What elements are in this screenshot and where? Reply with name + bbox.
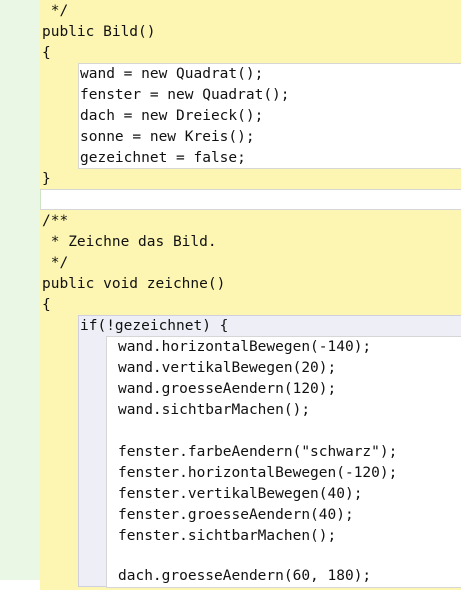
constructor-signature: public Bild() [42, 24, 156, 40]
code-line: fenster = new Quadrat(); [80, 87, 290, 103]
constructor-body-block [78, 63, 461, 169]
code-line: wand.sichtbarMachen(); [118, 402, 311, 418]
code-line: dach.groesseAendern(60, 180); [118, 568, 372, 584]
code-line: fenster.farbeAendern("schwarz"); [118, 444, 398, 460]
code-line: wand.vertikalBewegen(20); [118, 360, 337, 376]
code-line: sonne = new Kreis(); [80, 129, 255, 145]
if-body-block [106, 336, 461, 588]
line-gutter [0, 0, 41, 580]
code-line: fenster.horizontalBewegen(-120); [118, 465, 398, 481]
if-statement: if(!gezeichnet) { [80, 318, 229, 334]
code-line: dach = new Dreieck(); [80, 108, 264, 124]
javadoc-end: */ [42, 255, 69, 271]
method-signature: public void zeichne() [42, 276, 226, 292]
javadoc-start: /** [42, 213, 69, 229]
code-line: wand = new Quadrat(); [80, 66, 264, 82]
javadoc-text: * Zeichne das Bild. [42, 234, 217, 250]
close-brace: } [42, 171, 51, 187]
code-line: fenster.sichtbarMachen(); [118, 528, 337, 544]
open-brace: { [42, 45, 51, 61]
open-brace: { [42, 297, 51, 313]
code-line: gezeichnet = false; [80, 150, 246, 166]
code-line: fenster.groesseAendern(40); [118, 507, 354, 523]
code-line: fenster.vertikalBewegen(40); [118, 486, 363, 502]
comment-end: */ [42, 3, 69, 19]
code-line: wand.horizontalBewegen(-140); [118, 339, 372, 355]
code-line: wand.groesseAendern(120); [118, 381, 337, 397]
